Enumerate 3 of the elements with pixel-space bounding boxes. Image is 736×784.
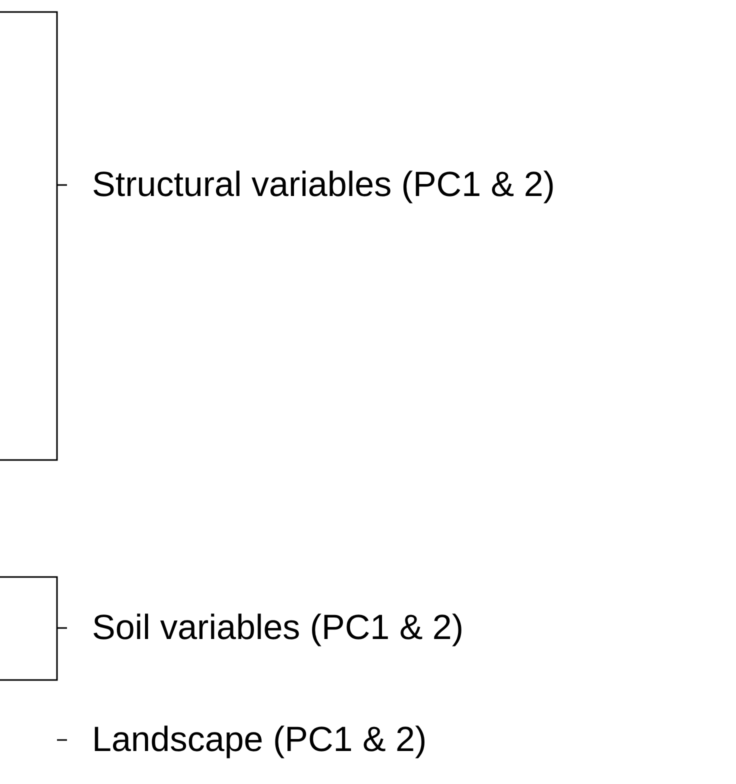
group-label: Landscape (PC1 & 2) (92, 720, 427, 760)
group-label: Structural variables (PC1 & 2) (92, 165, 555, 205)
group-label: Soil variables (PC1 & 2) (92, 608, 464, 648)
